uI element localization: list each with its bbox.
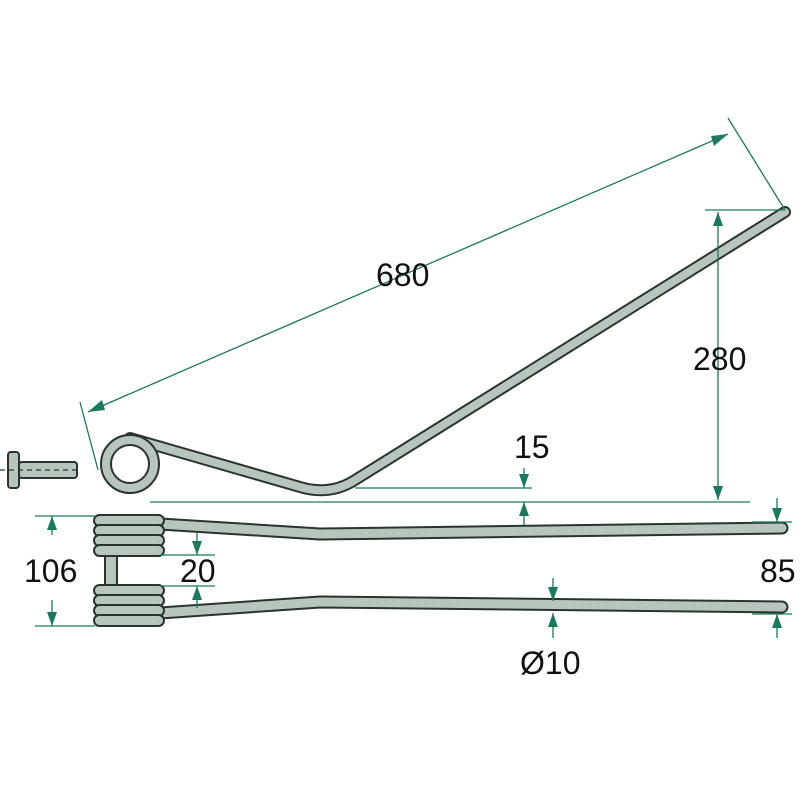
dimension-label-height: 280 [693,341,746,377]
dimension-85: 85 [752,498,796,638]
dimension-label-wire-diameter: Ø10 [520,645,580,681]
dimension-280: 280 [150,209,785,503]
dimension-label-coil-width: 106 [24,553,77,589]
dimension-label-length: 680 [376,257,429,293]
dimension-label-tine-spacing: 85 [760,553,796,589]
dimension-15: 15 [355,429,550,525]
dimension-diameter: Ø10 [520,578,580,681]
dimension-106: 106 [24,515,95,627]
dimension-680: 680 [79,117,786,471]
mounting-pin [0,451,80,489]
dimension-label-offset: 15 [514,429,550,465]
dimension-20: 20 [160,533,216,608]
spring-top-view [100,206,791,497]
tines-side-view [93,514,789,627]
dimension-label-coil-gap: 20 [180,553,216,589]
upper-coil [93,514,165,557]
lower-coil [93,584,165,627]
